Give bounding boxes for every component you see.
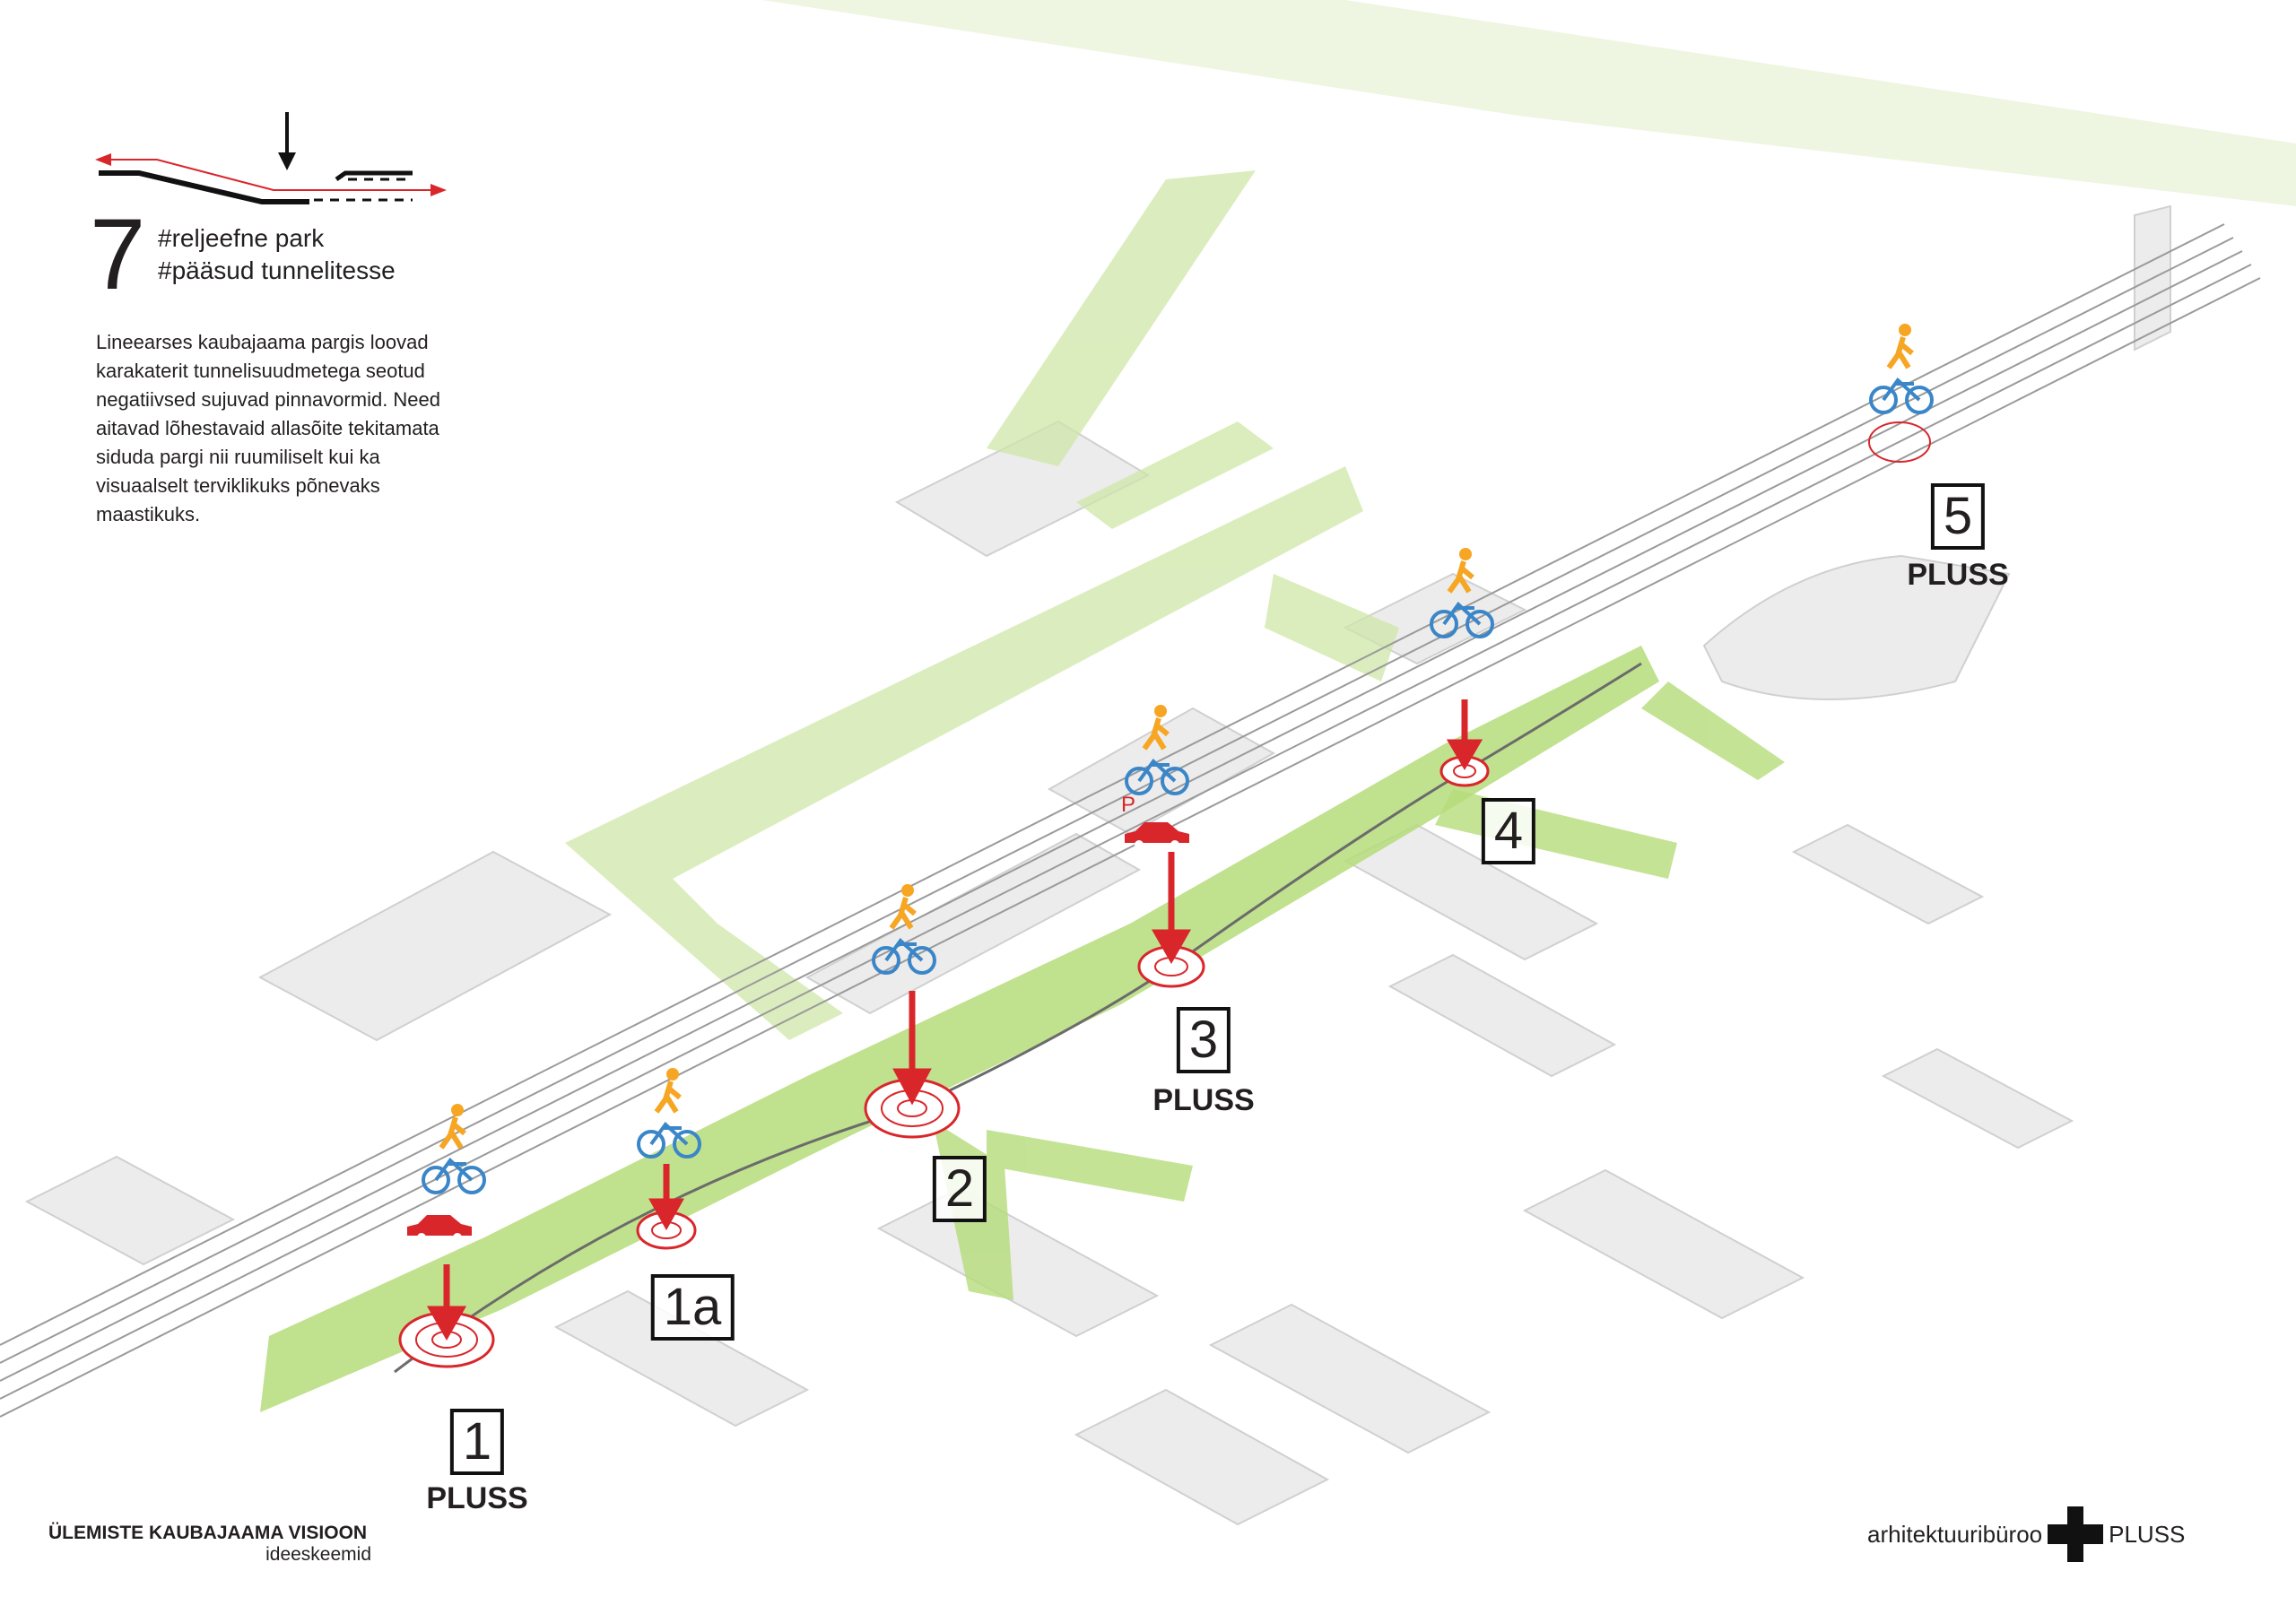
pedestrian-icon (1886, 324, 1914, 369)
marker-4: 4 (1481, 798, 1536, 864)
bike-icon (422, 1158, 486, 1194)
car-icon (407, 1215, 472, 1242)
project-title: ÜLEMISTE KAUBAJAAMA VISIOON (48, 1523, 368, 1543)
bike-icon (1125, 759, 1189, 795)
parking-label: P (1121, 793, 1136, 817)
pedestrian-bike-icon-2 (637, 1068, 701, 1159)
marker-5: 5 (1930, 483, 1986, 550)
pedestrian-bike-icon-5 (1430, 548, 1494, 638)
pedestrian-icon (654, 1068, 682, 1114)
pedestrian-bike-icon-4 (1125, 705, 1189, 795)
description-line: maastikuks. (96, 503, 201, 525)
pedestrian-icon (1447, 548, 1474, 594)
company-logo: arhitektuuribüroo PLUSS (1867, 1506, 2185, 1562)
scheme-number: 7 (90, 198, 146, 310)
green-network (565, 170, 1399, 1040)
marker-1a: 1a (650, 1274, 735, 1341)
marker-2: 2 (932, 1156, 987, 1222)
description-line: Lineearses kaubajaama pargis loovad (96, 331, 429, 353)
pedestrian-bike-icon-3 (872, 884, 936, 975)
marker-1: 1 (449, 1409, 505, 1475)
plus-cross-icon (2048, 1506, 2104, 1562)
scheme-description: Lineearses kaubajaama pargis loovad kara… (96, 328, 526, 529)
marker-3: 3 (1176, 1007, 1231, 1073)
marker-3-pluss: PLUSS (1152, 1083, 1255, 1117)
project-subtitle: ideeskeemid (265, 1544, 371, 1565)
pedestrian-icon (889, 884, 917, 930)
description-line: negatiivsed sujuvad pinnavormid. Need (96, 388, 441, 411)
entry-arrows (426, 699, 1483, 1341)
tag: #reljeefne park (158, 224, 325, 252)
linear-park (260, 646, 1659, 1412)
portal-4 (1439, 755, 1490, 787)
bike-icon (872, 938, 936, 975)
description-line: aitavad lõhestavaid allasõite tekitamata (96, 417, 439, 439)
bike-icon (1869, 378, 1934, 414)
description-line: siduda pargi nii ruumiliselt kui ka (96, 446, 380, 468)
tag: #pääsud tunnelitesse (158, 256, 396, 284)
car-icon (1125, 822, 1189, 849)
logo-text-right: PLUSS (2109, 1520, 2186, 1548)
portal-5 (1868, 421, 1931, 463)
bike-icon (637, 1122, 701, 1159)
section-diagram (95, 112, 447, 204)
scheme-tags: #reljeefne park #pääsud tunnelitesse (158, 222, 396, 287)
bike-icon (1430, 602, 1494, 638)
pedestrian-icon (439, 1104, 466, 1150)
background-green-strip (762, 0, 2296, 206)
description-line: visuaalselt terviklikuks põnevaks (96, 474, 380, 497)
logo-text-left: arhitektuuribüroo (1867, 1520, 2043, 1548)
tunnel-portals (398, 421, 1931, 1368)
pedestrian-bike-icon-6 (1869, 324, 1934, 414)
marker-1-pluss: PLUSS (426, 1481, 528, 1515)
buildings (24, 204, 2171, 1526)
description-line: karakaterit tunnelisuudmetega seotud (96, 360, 425, 382)
marker-5-pluss: PLUSS (1907, 558, 2009, 592)
pedestrian-icon (1142, 705, 1170, 751)
pedestrian-bike-icon-1 (422, 1104, 486, 1194)
